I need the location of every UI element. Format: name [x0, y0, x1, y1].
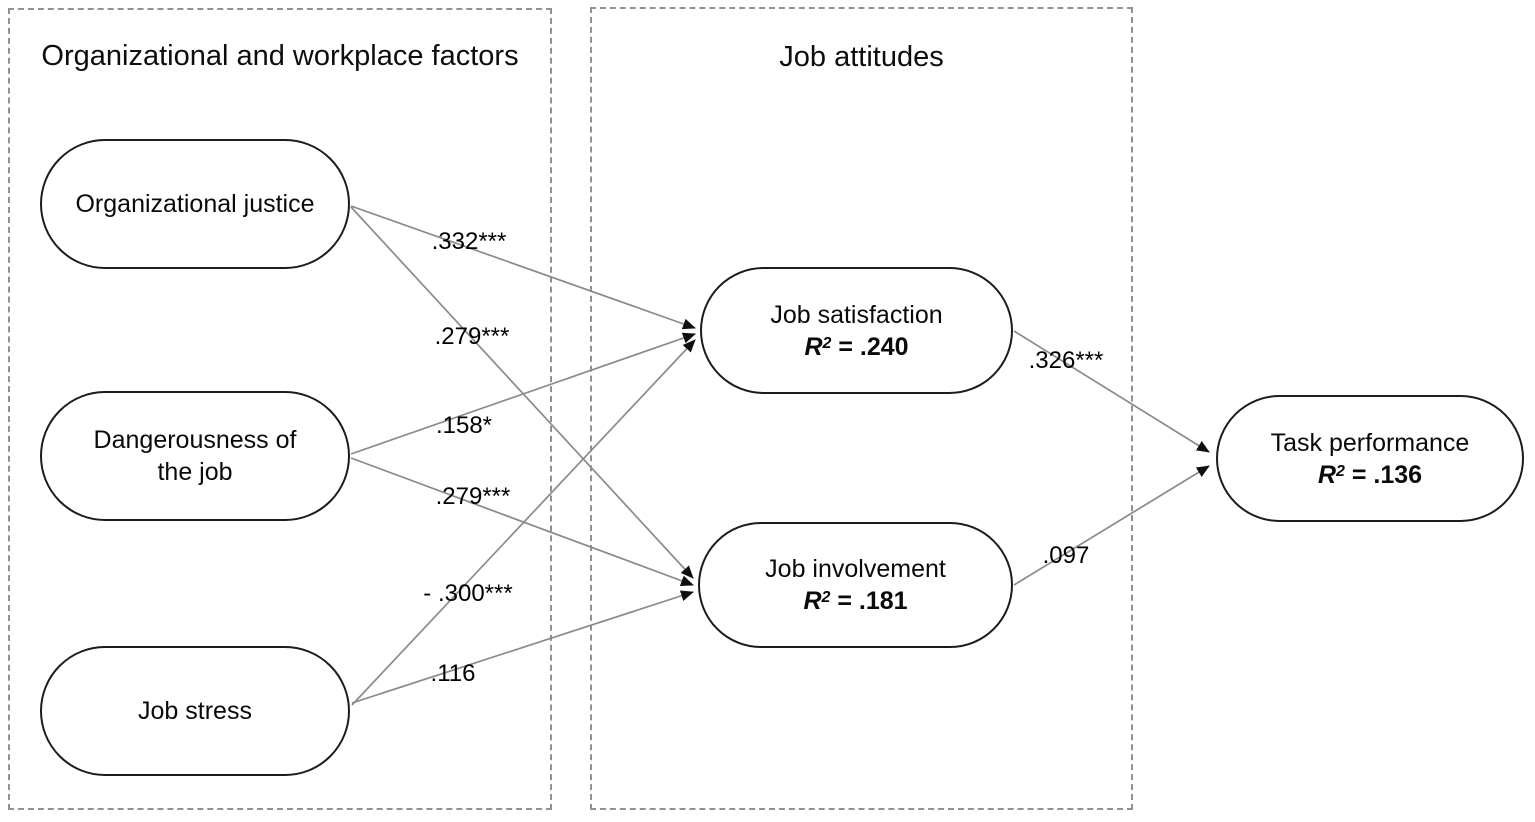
- group-title-job-attitudes: Job attitudes: [779, 41, 944, 73]
- node-job-involvement: Job involvement R2 = .181: [698, 522, 1013, 648]
- node-job-satisfaction: Job satisfaction R2 = .240: [700, 267, 1013, 394]
- node-label: Job involvement: [765, 555, 946, 583]
- node-task-performance: Task performance R2 = .136: [1216, 395, 1524, 522]
- coefficient-job-stress-job-involvement: .116: [430, 660, 476, 687]
- r-squared-value: R2 = .240: [804, 332, 909, 361]
- group-box-job-attitudes: [590, 7, 1133, 810]
- coefficient-dangerousness-job-satisfaction: .158*: [435, 412, 493, 439]
- group-title-organizational-factors: Organizational and workplace factors: [41, 40, 519, 72]
- node-label: Job stress: [138, 697, 252, 725]
- node-label: Job satisfaction: [770, 300, 943, 329]
- r-squared-value: R2 = .181: [803, 587, 908, 615]
- node-label-line1: Dangerousness of: [93, 426, 297, 454]
- node-label-line2: the job: [157, 458, 233, 486]
- r-squared-value: R2 = .136: [1317, 460, 1423, 489]
- node-label: Task performance: [1270, 428, 1470, 457]
- node-label: Organizational justice: [75, 190, 315, 218]
- coefficient-job-satisfaction-task-performance: .326***: [1028, 347, 1104, 374]
- coefficient-job-stress-job-satisfaction: - .300***: [423, 580, 513, 607]
- coefficient-org-justice-job-involvement: .279***: [434, 323, 510, 350]
- coefficient-dangerousness-job-involvement: .279***: [435, 483, 511, 510]
- node-dangerousness-of-the-job: Dangerousness of the job: [40, 391, 350, 521]
- node-job-stress: Job stress: [40, 646, 350, 776]
- node-organizational-justice: Organizational justice: [40, 139, 350, 269]
- coefficient-org-justice-job-satisfaction: .332***: [431, 228, 507, 255]
- coefficient-job-involvement-task-performance: .097: [1042, 542, 1090, 569]
